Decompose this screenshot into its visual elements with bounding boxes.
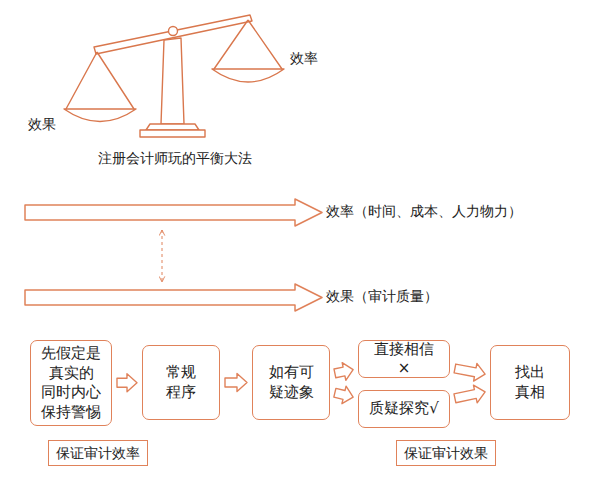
flow-arrow bbox=[334, 386, 353, 404]
process-box: 如有可 疑迹象 bbox=[252, 345, 330, 420]
text-label: 效果 bbox=[28, 116, 56, 133]
flow-arrow bbox=[454, 363, 485, 381]
text-label: 效率 bbox=[290, 50, 318, 67]
box-text: 质疑探究√ bbox=[369, 399, 439, 419]
box-text: 如有可 疑迹象 bbox=[263, 363, 319, 402]
text-label: 效率（时间、成本、人力物力） bbox=[326, 203, 522, 220]
flow-arrow bbox=[334, 363, 353, 381]
big-arrow bbox=[25, 199, 322, 226]
scale-pan bbox=[64, 109, 136, 122]
scale-pivot bbox=[169, 27, 178, 36]
box-text: 保证审计效率 bbox=[56, 444, 140, 462]
box-text: 保证审计效果 bbox=[404, 444, 488, 462]
box-text: 直接相信× bbox=[369, 340, 439, 379]
balance-scale bbox=[64, 15, 284, 137]
flow-arrow bbox=[117, 374, 137, 392]
process-box: 找出 真相 bbox=[490, 345, 570, 420]
note-box: 保证审计效率 bbox=[48, 440, 148, 466]
process-box: 质疑探究√ bbox=[358, 390, 450, 428]
process-box: 常规 程序 bbox=[142, 345, 220, 420]
scale-strings bbox=[214, 20, 282, 69]
flow-arrow bbox=[454, 385, 485, 403]
big-arrow bbox=[25, 284, 322, 311]
scale-strings bbox=[66, 52, 134, 109]
box-text: 先假定是 真实的 同时内心 保持警惕 bbox=[41, 344, 101, 422]
process-box: 先假定是 真实的 同时内心 保持警惕 bbox=[30, 340, 112, 426]
scale-base bbox=[140, 130, 205, 137]
flow-arrow bbox=[225, 374, 247, 392]
scale-pan bbox=[212, 69, 284, 82]
box-text: 常规 程序 bbox=[153, 363, 209, 402]
scale-pillar bbox=[161, 38, 184, 124]
caption: 注册会计师玩的平衡大法 bbox=[75, 150, 275, 168]
process-box: 直接相信× bbox=[358, 340, 450, 378]
text-label: 效果（审计质量） bbox=[326, 288, 438, 305]
box-text: 找出 真相 bbox=[501, 363, 559, 402]
dashed-double-arrow bbox=[162, 230, 163, 282]
note-box: 保证审计效果 bbox=[396, 440, 496, 466]
scale-base-top bbox=[146, 124, 199, 130]
